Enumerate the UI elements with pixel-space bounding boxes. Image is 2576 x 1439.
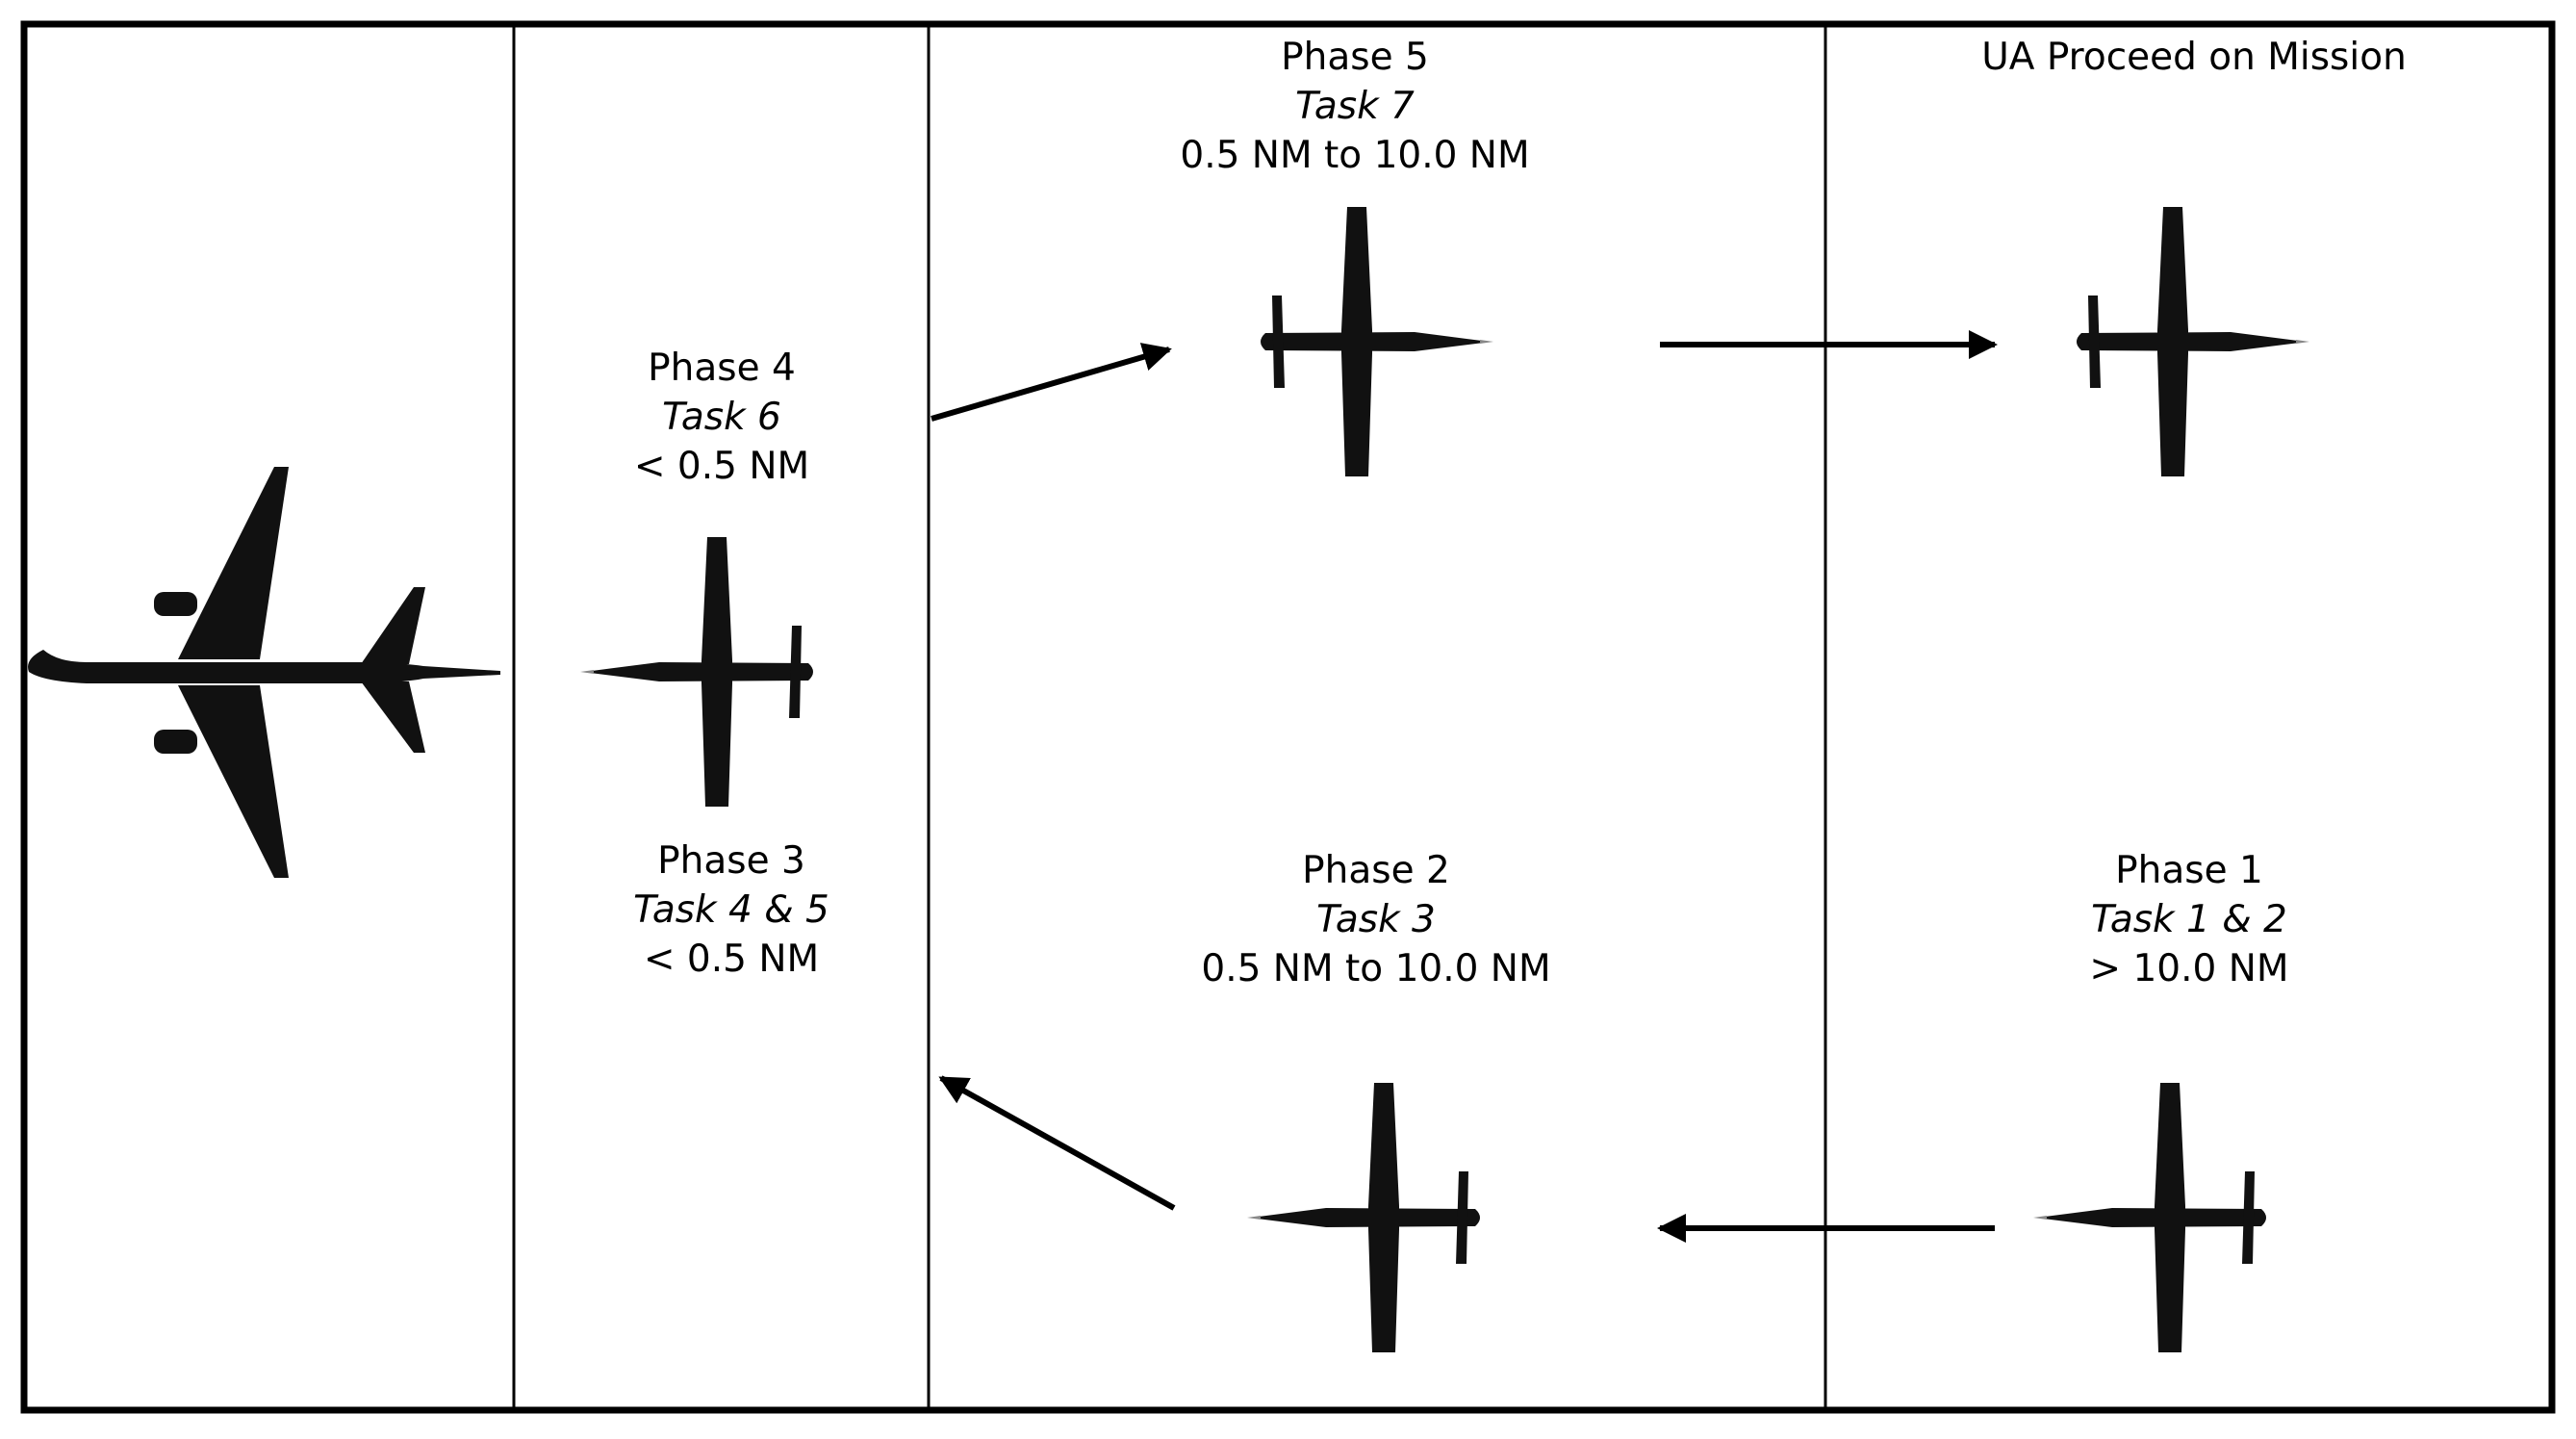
mission-title: UA Proceed on Mission <box>1981 36 2407 79</box>
phase1-title: Phase 1 <box>2115 849 2263 892</box>
unmanned-aircraft-icon <box>1261 207 1493 476</box>
phase3-range: < 0.5 NM <box>643 938 820 981</box>
phase4-title: Phase 4 <box>648 347 796 390</box>
phase2-label: Phase 2 Task 3 0.5 NM to 10.0 NM <box>1184 846 1569 993</box>
mission-label: UA Proceed on Mission <box>1953 33 2435 82</box>
phase3-task: Task 4 & 5 <box>633 888 829 932</box>
phase5-task: Task 7 <box>1295 85 1415 128</box>
unmanned-aircraft-icon <box>2033 1083 2266 1352</box>
phase1-range: > 10.0 NM <box>2089 947 2289 990</box>
arrow-icon <box>938 1075 1176 1211</box>
arrow-icon <box>931 343 1172 422</box>
phase4-range: < 0.5 NM <box>633 445 810 488</box>
phase1-label: Phase 1 Task 1 & 2 > 10.0 NM <box>2026 846 2353 993</box>
phase5-range: 0.5 NM to 10.0 NM <box>1180 134 1530 177</box>
phase4-label: Phase 4 Task 6 < 0.5 NM <box>558 344 885 491</box>
phase5-title: Phase 5 <box>1281 36 1429 79</box>
phase5-label: Phase 5 Task 7 0.5 NM to 10.0 NM <box>1162 33 1547 180</box>
unmanned-aircraft-icon <box>1247 1083 1480 1352</box>
phase2-task: Task 3 <box>1316 898 1436 941</box>
phase3-label: Phase 3 Task 4 & 5 < 0.5 NM <box>568 836 895 984</box>
phase1-task: Task 1 & 2 <box>2091 898 2287 941</box>
phase2-title: Phase 2 <box>1302 849 1450 892</box>
airliner-icon <box>28 467 500 878</box>
unmanned-aircraft-icon <box>2077 207 2309 476</box>
phase2-range: 0.5 NM to 10.0 NM <box>1201 947 1551 990</box>
phase4-task: Task 6 <box>662 396 781 439</box>
phase3-title: Phase 3 <box>657 839 805 883</box>
diagram-border <box>20 20 2556 1414</box>
unmanned-aircraft-icon <box>580 537 813 807</box>
